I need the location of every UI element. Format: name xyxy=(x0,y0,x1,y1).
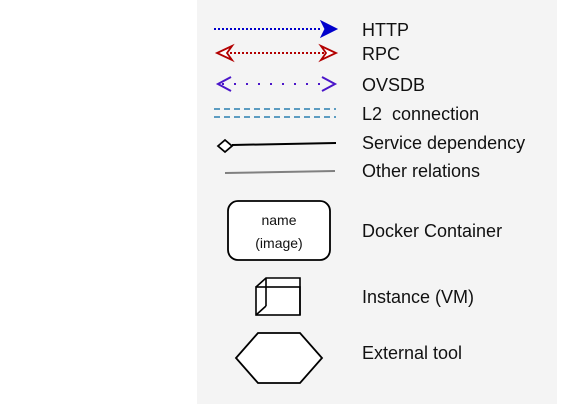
external-tool-hexagon-icon xyxy=(234,332,324,384)
docker-container-symbol xyxy=(227,200,331,261)
legend-label-http: HTTP xyxy=(362,20,409,40)
legend-label-external-tool: External tool xyxy=(362,343,463,363)
rpc-arrow-symbol xyxy=(214,43,339,63)
docker-box-image-text: (image) xyxy=(255,235,303,251)
legend-label-docker-container: Docker Container xyxy=(362,221,503,241)
instance-cube-icon xyxy=(255,277,301,316)
other-relations-symbol xyxy=(224,170,336,174)
legend-label-l2-connection: L2 connection xyxy=(362,104,480,124)
l2-connection-symbol xyxy=(214,108,336,118)
docker-box-name-text: name xyxy=(261,212,297,228)
legend-label-service-dependency: Service dependency xyxy=(362,133,526,153)
service-dependency-symbol xyxy=(216,138,337,154)
legend-label-other-relations: Other relations xyxy=(362,161,481,181)
legend-label-rpc: RPC xyxy=(362,44,401,64)
legend-label-instance: Instance (VM) xyxy=(362,287,475,307)
http-arrow-symbol xyxy=(214,19,339,39)
legend-label-ovsdb: OVSDB xyxy=(362,75,426,95)
ovsdb-arrow-symbol xyxy=(215,76,338,92)
